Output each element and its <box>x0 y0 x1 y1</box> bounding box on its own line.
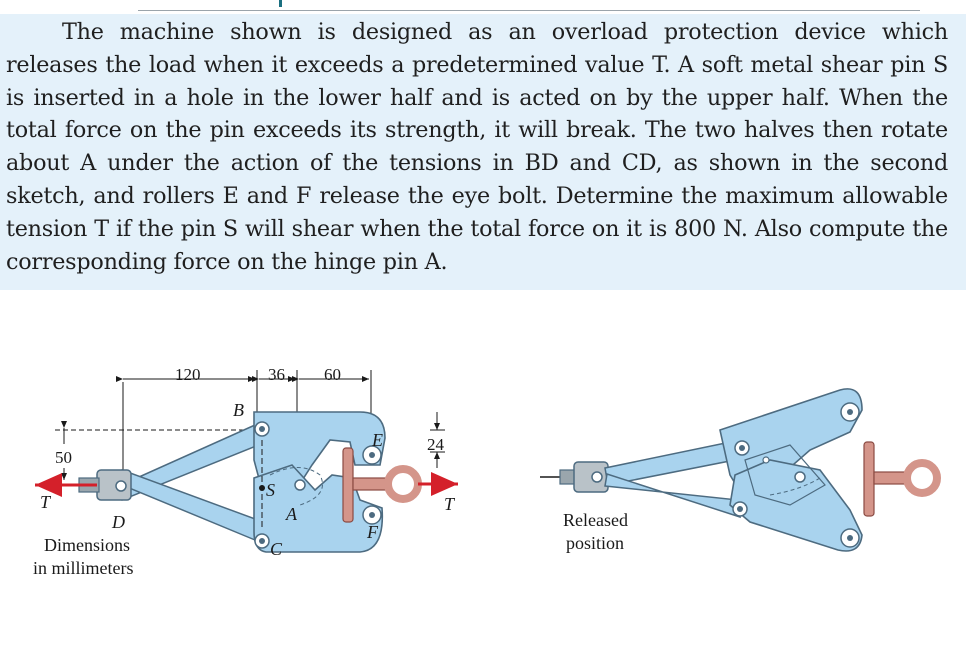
pin-c-center <box>259 538 265 544</box>
released-caption-line2: position <box>566 533 624 553</box>
label-e: E <box>371 430 383 450</box>
released-roller-f-center <box>847 535 853 541</box>
link-cd <box>108 469 268 541</box>
eye-bolt-eye <box>384 465 422 503</box>
dim-60: 60 <box>324 365 341 384</box>
hinge-pin-a <box>294 479 306 491</box>
released-hinge-pin-a <box>794 471 806 483</box>
released-link-cd <box>604 473 741 519</box>
released-mechanism: Released position <box>540 388 941 553</box>
label-c: C <box>270 539 283 559</box>
problem-statement-panel: The machine shown is designed as an over… <box>0 14 966 290</box>
released-caption-line1: Released <box>563 510 628 530</box>
released-eye-bolt-head <box>863 441 875 517</box>
dim-24: 24 <box>427 435 445 454</box>
released-pin-d <box>591 471 603 483</box>
released-hidden-outline <box>769 477 821 496</box>
top-accent-mark <box>279 0 282 7</box>
released-pin-b-center <box>739 445 745 451</box>
released-roller-e-center <box>847 409 853 415</box>
roller-e-center <box>369 452 375 458</box>
roller-f-center <box>369 512 375 518</box>
loaded-mechanism: 120 36 60 24 50 B C D E F S A T T Dimens… <box>33 365 458 578</box>
pin-d <box>115 480 127 492</box>
label-t-left: T <box>40 492 52 512</box>
caption-units-line1: Dimensions <box>44 535 130 555</box>
pin-b-center <box>259 426 265 432</box>
label-t-right: T <box>444 494 456 514</box>
released-inner-plate <box>744 444 826 506</box>
top-divider <box>138 10 920 11</box>
label-a: A <box>285 504 298 524</box>
dimension-lines <box>55 370 445 480</box>
released-clevis <box>573 461 609 493</box>
label-d: D <box>111 512 125 532</box>
released-shear-pin-s <box>762 456 770 464</box>
label-b: B <box>233 400 244 420</box>
dim-36: 36 <box>268 365 285 384</box>
problem-statement-text: The machine shown is designed as an over… <box>6 19 948 275</box>
caption-units-line2: in millimeters <box>33 558 134 578</box>
label-f: F <box>366 522 379 542</box>
released-pin-c-center <box>737 506 743 512</box>
released-lower-half <box>729 459 863 552</box>
dim-50: 50 <box>55 448 72 467</box>
mechanism-figure: 120 36 60 24 50 B C D E F S A T T Dimens… <box>0 300 966 620</box>
hidden-outline <box>269 467 323 506</box>
eye-bolt-head <box>342 447 354 523</box>
mechanism-diagram: 120 36 60 24 50 B C D E F S A T T Dimens… <box>33 365 941 578</box>
released-eye-bolt-eye <box>903 459 941 497</box>
label-s: S <box>266 480 275 500</box>
dim-120: 120 <box>175 365 201 384</box>
